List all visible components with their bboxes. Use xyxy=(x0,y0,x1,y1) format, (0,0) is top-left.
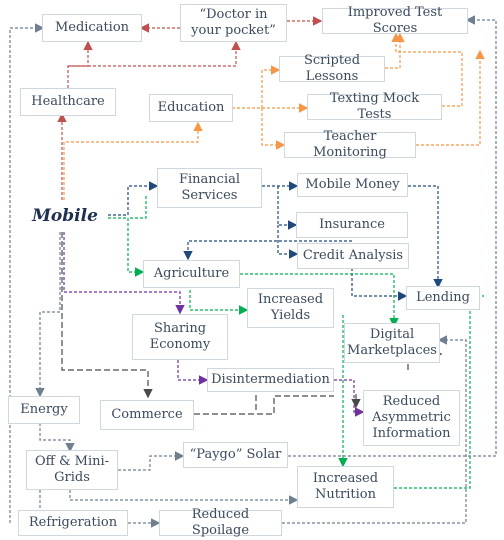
node-lending[interactable]: Lending xyxy=(406,286,480,310)
edges-education xyxy=(63,32,485,200)
node-commerce-label: Commerce xyxy=(111,407,183,423)
node-education-label: Education xyxy=(157,100,225,116)
node-agriculture[interactable]: Agriculture xyxy=(143,260,240,288)
node-credit-analysis-label: Credit Analysis xyxy=(302,248,404,264)
edges-finance xyxy=(108,181,443,301)
node-energy-label: Energy xyxy=(20,402,68,418)
node-scripted-lessons[interactable]: Scripted Lessons xyxy=(279,53,385,84)
node-texting-mock-tests[interactable]: Texting Mock Tests xyxy=(307,91,442,122)
node-mobile-money-label: Mobile Money xyxy=(305,177,400,193)
node-increased-nutrition-label: Increased Nutrition xyxy=(312,471,379,502)
node-teacher-monitoring-label: Teacher Monitoring xyxy=(313,129,387,160)
node-mobile-label: Mobile xyxy=(32,205,98,226)
node-refrigeration-label: Refrigeration xyxy=(28,515,118,531)
edges-sharing xyxy=(63,232,365,417)
node-medication[interactable]: Medication xyxy=(42,14,142,42)
node-reduced-spoilage-label: Reduced Spoilage xyxy=(191,507,250,538)
node-reduced-asymmetric-information-label: Reduced Asymmetric Information xyxy=(372,394,451,441)
node-commerce[interactable]: Commerce xyxy=(100,400,194,430)
node-paygo-solar[interactable]: “Paygo” Solar xyxy=(183,442,288,468)
node-financial-services-label: Financial Services xyxy=(178,172,241,203)
node-insurance[interactable]: Insurance xyxy=(296,212,408,238)
node-mobile[interactable]: Mobile xyxy=(22,200,108,232)
node-doctor-label: “Doctor in your pocket” xyxy=(191,7,276,38)
node-increased-yields[interactable]: Increased Yields xyxy=(247,288,334,328)
node-increased-nutrition[interactable]: Increased Nutrition xyxy=(297,466,394,508)
node-off-mini-grids-label: Off & Mini-Grids xyxy=(34,454,110,485)
node-financial-services[interactable]: Financial Services xyxy=(157,168,262,208)
node-paygo-solar-label: “Paygo” Solar xyxy=(189,447,282,463)
node-sharing-economy[interactable]: Sharing Economy xyxy=(132,314,228,360)
node-agriculture-label: Agriculture xyxy=(153,266,230,282)
node-digital-marketplaces-label: Digital Marketplaces xyxy=(347,327,437,358)
node-digital-marketplaces[interactable]: Digital Marketplaces xyxy=(344,323,440,363)
node-improved-test-scores[interactable]: Improved Test Scores xyxy=(322,5,468,36)
node-increased-yields-label: Increased Yields xyxy=(257,292,324,323)
node-credit-analysis[interactable]: Credit Analysis xyxy=(297,243,409,269)
node-scripted-lessons-label: Scripted Lessons xyxy=(303,53,361,84)
node-healthcare-label: Healthcare xyxy=(31,94,105,110)
node-mobile-money[interactable]: Mobile Money xyxy=(297,173,408,197)
node-improved-test-scores-label: Improved Test Scores xyxy=(347,5,443,36)
node-reduced-spoilage[interactable]: Reduced Spoilage xyxy=(159,507,282,538)
node-texting-mock-tests-label: Texting Mock Tests xyxy=(329,91,420,122)
node-education[interactable]: Education xyxy=(149,94,233,122)
node-medication-label: Medication xyxy=(54,20,130,36)
node-disintermediation-label: Disintermediation xyxy=(211,372,330,388)
edges-agriculture xyxy=(108,196,484,489)
node-healthcare[interactable]: Healthcare xyxy=(20,88,116,116)
node-disintermediation[interactable]: Disintermediation xyxy=(207,368,334,392)
node-sharing-economy-label: Sharing Economy xyxy=(149,321,211,352)
node-refrigeration[interactable]: Refrigeration xyxy=(18,510,128,536)
edges-energy xyxy=(9,15,497,528)
node-teacher-monitoring[interactable]: Teacher Monitoring xyxy=(284,129,416,160)
node-off-mini-grids[interactable]: Off & Mini-Grids xyxy=(26,450,118,490)
node-insurance-label: Insurance xyxy=(319,217,385,233)
node-reduced-asymmetric-information[interactable]: Reduced Asymmetric Information xyxy=(363,390,460,446)
node-doctor-in-your-pocket[interactable]: “Doctor in your pocket” xyxy=(180,4,287,42)
node-energy[interactable]: Energy xyxy=(8,396,80,424)
node-lending-label: Lending xyxy=(416,290,470,306)
edges-healthcare xyxy=(57,16,323,200)
